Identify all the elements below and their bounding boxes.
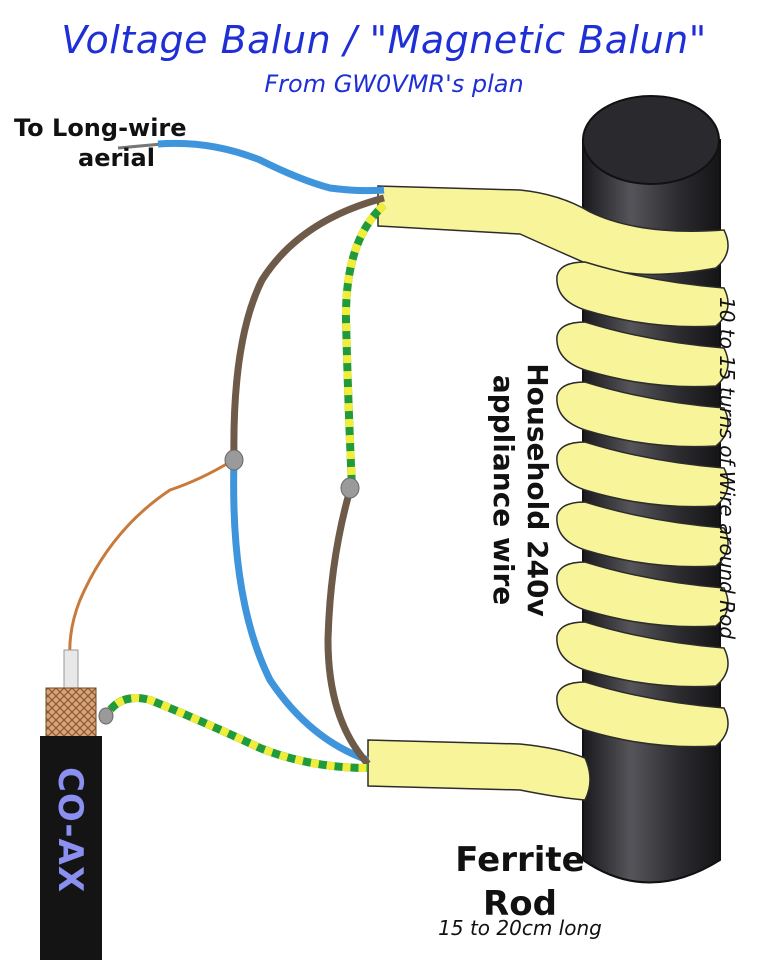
joint-coax xyxy=(98,707,114,725)
long-wire-label: To Long-wire aerial xyxy=(14,113,187,173)
turns-label: 10 to 15 turns of Wire around Rod xyxy=(715,296,739,640)
household-wire-label-line1: Household 240v xyxy=(521,363,554,617)
coil-turn xyxy=(556,261,729,328)
ferrite-rod-label-line1: Ferrite xyxy=(455,840,585,880)
coil-lead-top xyxy=(377,185,729,276)
coax-cable xyxy=(40,649,102,964)
coil-turn xyxy=(556,381,729,448)
joint-right xyxy=(340,477,360,499)
copper-wire xyxy=(68,460,231,661)
coil-turn xyxy=(556,561,729,628)
household-wire-label: Household 240v appliance wire xyxy=(486,310,554,670)
diagram-subtitle: From GW0VMR's plan xyxy=(264,70,524,98)
earth-wire-upper xyxy=(341,202,387,489)
coil-turn xyxy=(556,441,729,508)
brown-wire-upper xyxy=(230,194,385,461)
coax-label: CO-AX xyxy=(50,766,90,894)
diagram-title: Voltage Balun / "Magnetic Balun" xyxy=(61,18,707,62)
long-wire-label-line1: To Long-wire xyxy=(14,114,187,142)
brown-wire-lower xyxy=(324,489,371,767)
blue-wire-lower xyxy=(230,459,370,764)
coil-lead-bottom xyxy=(367,739,591,801)
joint-left xyxy=(224,449,244,471)
coil-turn xyxy=(556,621,729,688)
earth-wire-lower xyxy=(102,694,369,772)
coil-turn xyxy=(556,501,729,568)
household-wire-label-line2: appliance wire xyxy=(487,374,520,606)
long-wire-input xyxy=(117,139,385,195)
long-wire-label-line2: aerial xyxy=(78,144,155,172)
coil-turn xyxy=(556,321,729,388)
rod-length-label: 15 to 20cm long xyxy=(438,916,602,940)
coil-turn xyxy=(556,681,729,748)
ferrite-rod-label: Ferrite Rod xyxy=(380,838,660,926)
ferrite-rod-label-line2: Rod xyxy=(483,884,557,924)
coil-winding xyxy=(367,185,729,801)
